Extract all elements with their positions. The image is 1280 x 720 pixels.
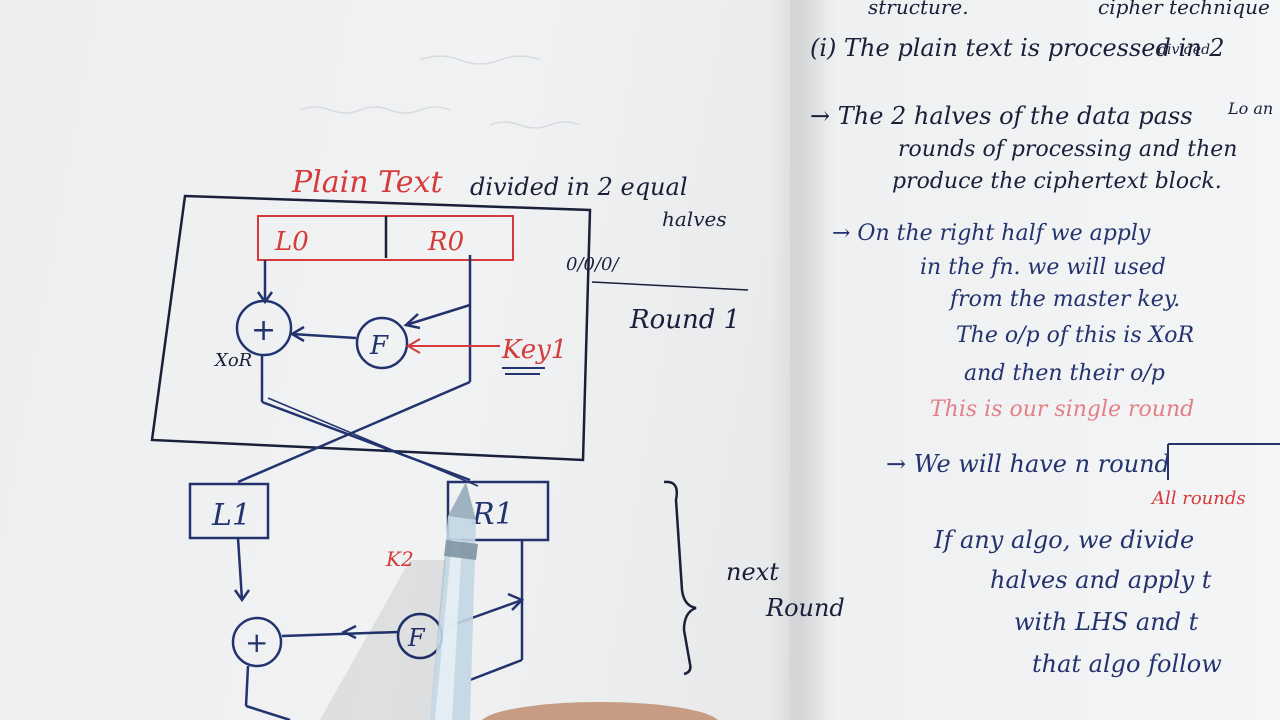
svg-text:produce the ciphertext block.: produce the ciphertext block. bbox=[892, 169, 1222, 194]
xor1-circle bbox=[235, 299, 293, 357]
xor2-circle bbox=[231, 616, 283, 668]
f1-circle bbox=[355, 316, 409, 370]
svg-text:(i) The plain text is processe: (i) The plain text is processed in 2 bbox=[810, 34, 1225, 62]
svg-text:→ The 2 halves of the data pas: → The 2 halves of the data pass bbox=[810, 102, 1193, 130]
xor1-symbol: + bbox=[251, 313, 276, 348]
svg-text:→ We will have n round: → We will have n round bbox=[886, 450, 1170, 478]
k2-label: K2 bbox=[385, 547, 414, 571]
svg-text:If any algo, we divide: If any algo, we divide bbox=[933, 526, 1194, 554]
svg-text:structure.: structure. bbox=[868, 0, 969, 19]
l0-label: L0 bbox=[274, 227, 309, 257]
next-label: next bbox=[726, 558, 779, 586]
round-label: Round bbox=[765, 594, 845, 622]
round1-box bbox=[150, 194, 592, 462]
svg-text:from the master key.: from the master key. bbox=[948, 287, 1180, 312]
svg-text:with LHS and t: with LHS and t bbox=[1014, 608, 1199, 636]
svg-text:that algo follow: that algo follow bbox=[1032, 650, 1222, 678]
key1-label: Key1 bbox=[501, 335, 567, 365]
xor2-symbol: + bbox=[245, 626, 268, 659]
svg-text:The o/p of this is XoR: The o/p of this is XoR bbox=[956, 323, 1194, 348]
page-fold bbox=[770, 0, 830, 720]
f2-symbol: F bbox=[407, 624, 426, 652]
plaintext-title: Plain Text bbox=[291, 165, 443, 200]
svg-text:→ On the right half we apply: → On the right half we apply bbox=[832, 221, 1151, 246]
svg-text:and then their o/p: and then their o/p bbox=[964, 361, 1165, 386]
notes-text: structure. cipher technique (i) The plai… bbox=[810, 0, 1273, 678]
halves-title: halves bbox=[662, 207, 727, 231]
svg-text:Lo an: Lo an bbox=[1227, 99, 1273, 118]
r0-label: R0 bbox=[427, 227, 464, 257]
l1-box bbox=[188, 482, 270, 540]
svg-text:All rounds: All rounds bbox=[1150, 488, 1246, 509]
svg-text:rounds of processing and then: rounds of processing and then bbox=[898, 137, 1237, 162]
bit-pattern: 0/0/0/ bbox=[566, 254, 620, 275]
pen bbox=[320, 482, 478, 720]
divided-title: divided in 2 equal bbox=[470, 173, 688, 201]
svg-text:divided: divided bbox=[1158, 42, 1210, 58]
svg-text:halves and apply t: halves and apply t bbox=[990, 566, 1212, 594]
bleed-through-marks bbox=[299, 55, 581, 129]
next-round-brace bbox=[663, 480, 697, 676]
l1-label: L1 bbox=[211, 498, 251, 533]
finger bbox=[482, 702, 718, 720]
svg-text:cipher technique: cipher technique bbox=[1098, 0, 1270, 19]
svg-text:This is our single round: This is our single round bbox=[930, 397, 1194, 422]
f1-symbol: F bbox=[369, 331, 389, 361]
r1-label: R1 bbox=[471, 497, 514, 532]
round1-label: Round 1 bbox=[629, 305, 740, 335]
r1-box bbox=[446, 480, 550, 542]
notebook-right-page bbox=[790, 0, 1280, 720]
svg-text:in the fn. we will used: in the fn. we will used bbox=[920, 255, 1166, 280]
xor-annotation: XoR bbox=[213, 350, 252, 371]
